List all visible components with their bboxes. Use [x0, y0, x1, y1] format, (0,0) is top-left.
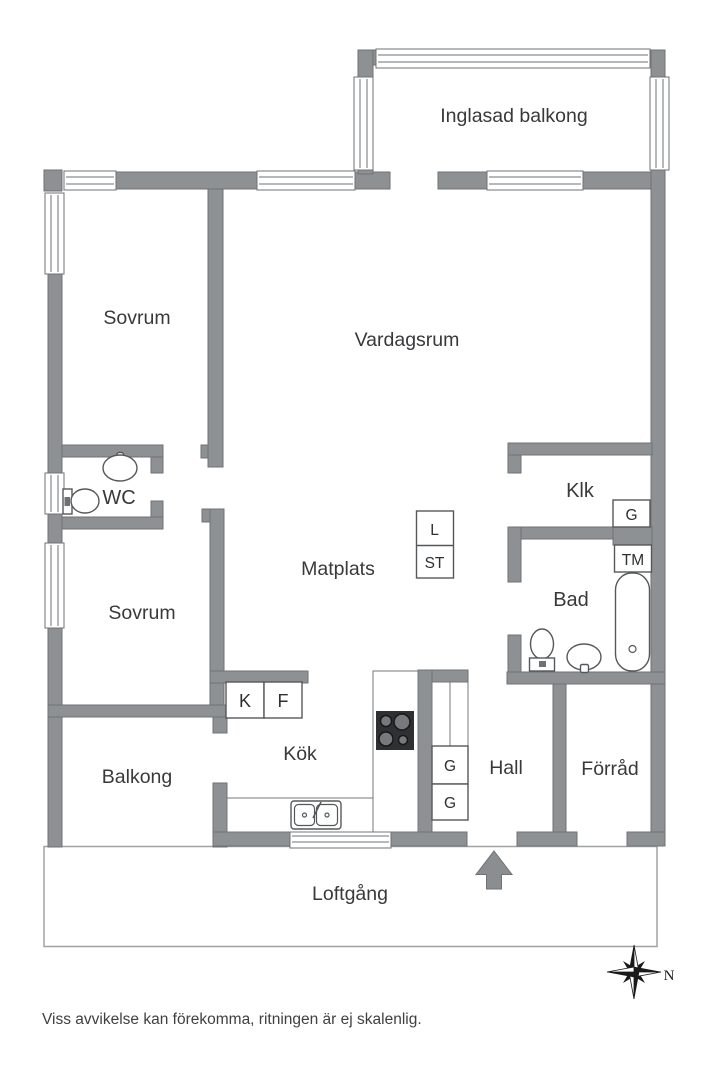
label-k: K: [239, 691, 251, 711]
wc-toilet-icon: [62, 488, 100, 515]
disclaimer-text: Viss avvikelse kan förekomma, ritningen …: [42, 1011, 422, 1028]
kitchen-counter-east: [372, 670, 419, 833]
room-label-bad: Bad: [553, 589, 589, 611]
room-label-kok: Kök: [283, 743, 317, 765]
window: [44, 192, 65, 275]
hall-closet: [431, 681, 469, 747]
cabinet-g-klk: [612, 499, 651, 528]
kitchen: [226, 670, 419, 833]
label-tm: TM: [622, 552, 644, 569]
room-label-wc: WC: [102, 487, 135, 509]
kitchen-sink-icon: [290, 800, 342, 830]
bad-toilet-icon: [528, 628, 556, 672]
room-label-balkong: Balkong: [102, 766, 172, 788]
window: [44, 472, 65, 515]
cabinet-g-hall-2: [431, 783, 469, 821]
label-g-klk: G: [625, 507, 637, 524]
room-label-sovrum-1: Sovrum: [103, 307, 170, 329]
window: [375, 48, 651, 69]
room-labels: Inglasad balkong Sovrum Vardagsrum WC Kl…: [102, 105, 639, 905]
room-label-loftgang: Loftgång: [312, 883, 388, 905]
wc-sink-icon: [102, 451, 138, 482]
window: [649, 76, 670, 171]
room-label-matplats: Matplats: [301, 558, 375, 580]
stove-icon: [376, 711, 414, 750]
cabinets: [225, 499, 653, 821]
windows: [44, 48, 670, 849]
window: [486, 170, 584, 191]
label-g-hall-2: G: [444, 795, 456, 812]
label-g-hall-1: G: [444, 758, 456, 775]
bathroom-fixtures: [62, 451, 651, 674]
freezer-f: [263, 681, 303, 719]
bad-sink-icon: [566, 643, 602, 674]
window: [353, 76, 374, 171]
compass-rose-icon: [606, 944, 662, 1000]
label-l: L: [430, 522, 439, 539]
window: [256, 170, 356, 191]
room-label-klk: Klk: [566, 480, 595, 502]
window: [44, 542, 65, 629]
room-label-hall: Hall: [489, 757, 523, 779]
washing-machine-tm: [613, 544, 653, 573]
label-f: F: [278, 691, 289, 711]
entrance-arrow-icon: [474, 850, 514, 890]
north-label: N: [664, 968, 675, 984]
room-label-forrad: Förråd: [581, 758, 638, 780]
fixture-labels: L ST G TM K F G G: [239, 507, 644, 812]
room-label-sovrum-2: Sovrum: [108, 602, 175, 624]
window: [289, 829, 392, 849]
room-label-vardagsrum: Vardagsrum: [355, 329, 460, 351]
cabinet-l-st: [415, 510, 455, 579]
window: [63, 170, 117, 191]
room-label-inglasad-balkong: Inglasad balkong: [440, 105, 587, 127]
bathtub-icon: [614, 572, 651, 672]
label-st: ST: [425, 555, 445, 572]
